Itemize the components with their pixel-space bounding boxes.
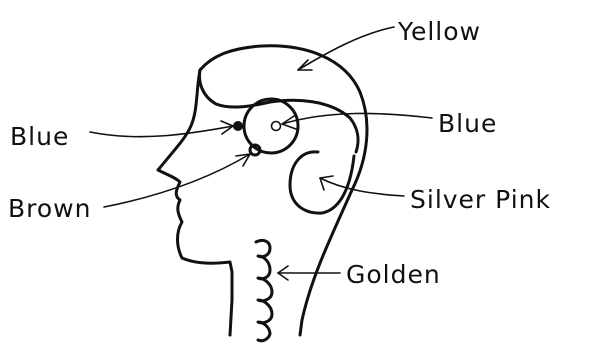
brown-dot (250, 145, 260, 155)
label-brown: Brown (8, 194, 91, 223)
blue-right-pointer-line (282, 113, 432, 124)
blue-sphere-center (272, 122, 281, 131)
label-blue-left: Blue (10, 122, 69, 151)
silver-pink-pointer-line (320, 178, 404, 196)
blue-left-pointer-line (90, 126, 233, 137)
blue-dot-small (233, 121, 243, 131)
back-of-head-outline (200, 46, 367, 335)
label-golden: Golden (346, 260, 441, 289)
brain-inner-arc (200, 70, 358, 152)
golden-coil (256, 240, 272, 340)
face-profile-outline (158, 70, 232, 335)
label-yellow: Yellow (397, 17, 481, 46)
label-blue-right: Blue (438, 109, 497, 138)
yellow-pointer-line (298, 27, 394, 70)
label-silver-pink: Silver Pink (410, 185, 551, 214)
